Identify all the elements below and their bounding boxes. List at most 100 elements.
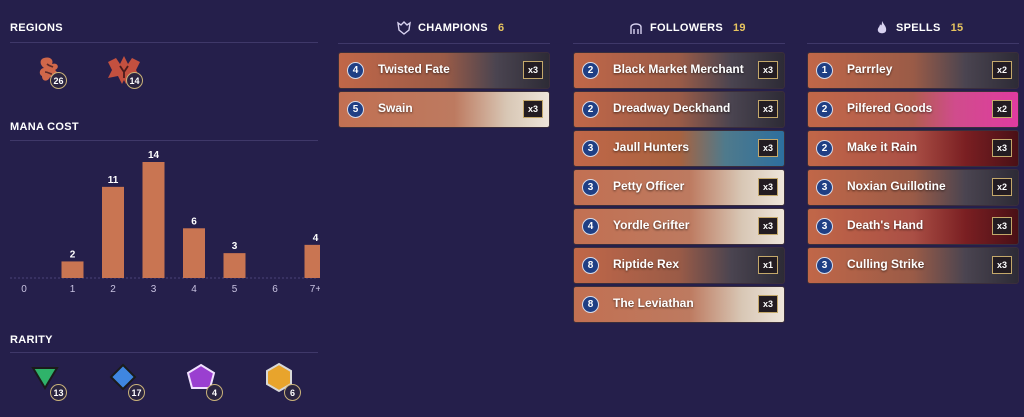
mana-cost-badge: 3: [816, 257, 833, 274]
card-name: Swain: [378, 101, 413, 115]
champion-helm-icon: [397, 21, 411, 35]
mana-cost-badge: 2: [582, 62, 599, 79]
mana-bar-value-label: 3: [232, 241, 238, 252]
card-name: Make it Rain: [847, 140, 918, 154]
mana-cost-title: MANA COST: [10, 121, 79, 133]
mana-cost-badge: 1: [816, 62, 833, 79]
follower-icon: [630, 23, 642, 34]
region-count-badge: 26: [50, 72, 67, 89]
card-quantity-badge: x3: [758, 139, 778, 157]
region-count-badge: 14: [126, 72, 143, 89]
rarity-champion[interactable]: 6: [264, 362, 301, 401]
card-quantity-badge: x3: [523, 100, 543, 118]
mana-cost-badge: 8: [582, 296, 599, 313]
mana-cost-badge: 3: [816, 218, 833, 235]
card-row[interactable]: 8 The Leviathan x3: [573, 286, 785, 323]
divider: [10, 352, 318, 353]
card-row[interactable]: 5 Swain x3: [338, 91, 550, 128]
mana-bar-2: [102, 186, 124, 278]
divider: [10, 140, 318, 141]
mana-cost-badge: 5: [347, 101, 364, 118]
champions-count: 6: [497, 22, 505, 34]
card-quantity-badge: x2: [992, 61, 1012, 79]
mana-tick-label: 3: [151, 284, 157, 295]
card-name: Pilfered Goods: [847, 101, 933, 115]
mana-cost-badge: 3: [582, 140, 599, 157]
card-name: Noxian Guillotine: [847, 179, 946, 193]
region-bilgewater[interactable]: 26: [30, 50, 70, 90]
mana-bar-value-label: 11: [108, 175, 119, 186]
champion-rarity-icon: [266, 362, 292, 393]
mana-cost-badge: 2: [582, 101, 599, 118]
rarity-epic[interactable]: 4: [186, 362, 223, 401]
card-quantity-badge: x3: [992, 256, 1012, 274]
mana-tick-label: 4: [191, 284, 197, 295]
mana-bar-3: [142, 162, 165, 278]
card-name: Twisted Fate: [378, 62, 450, 76]
rarity-title: RARITY: [10, 334, 53, 346]
card-row[interactable]: 4 Twisted Fate x3: [338, 52, 550, 89]
card-name: Riptide Rex: [613, 257, 680, 271]
champions-label: CHAMPIONS: [418, 22, 488, 34]
card-quantity-badge: x3: [758, 295, 778, 313]
card-quantity-badge: x2: [992, 100, 1012, 118]
region-noxus[interactable]: 14: [104, 50, 144, 90]
card-row[interactable]: 3 Culling Strike x3: [807, 247, 1019, 284]
spells-header: SPELLS 15: [874, 20, 963, 36]
divider: [10, 42, 318, 43]
card-name: Black Market Merchant: [613, 62, 744, 76]
rarity-count-badge: 13: [50, 384, 67, 401]
card-quantity-badge: x3: [523, 61, 543, 79]
card-name: Dreadway Deckhand: [613, 101, 731, 115]
rarity-count-badge: 6: [284, 384, 301, 401]
mana-cost-badge: 4: [347, 62, 364, 79]
spells-count: 15: [950, 22, 964, 34]
mana-tick-label: 1: [70, 284, 76, 295]
mana-cost-badge: 3: [582, 179, 599, 196]
mana-tick-label: 5: [232, 284, 238, 295]
rarity-rare[interactable]: 17: [108, 362, 145, 401]
mana-cost-badge: 4: [582, 218, 599, 235]
card-name: Parrrley: [847, 62, 893, 76]
rarity-count-badge: 17: [128, 384, 145, 401]
rare-rarity-icon: [109, 363, 137, 391]
card-name: Culling Strike: [847, 257, 925, 271]
followers-count: 19: [732, 22, 746, 34]
champions-card-list: 4 Twisted Fate x3 5 Swain x3: [338, 52, 550, 130]
followers-header: FOLLOWERS 19: [628, 20, 746, 36]
champions-header: CHAMPIONS 6: [396, 20, 504, 36]
mana-bar-1: [61, 261, 84, 278]
mana-tick-label: 7+: [310, 284, 320, 295]
epic-rarity-icon: [186, 363, 216, 389]
mana-bar-value-label: 2: [70, 249, 76, 260]
rarity-count-badge: 4: [206, 384, 223, 401]
mana-bar-7+: [304, 244, 320, 278]
spells-label: SPELLS: [896, 22, 941, 34]
card-name: Petty Officer: [613, 179, 685, 193]
rarity-common[interactable]: 13: [30, 362, 67, 401]
divider: [807, 43, 1019, 44]
mana-tick-label: 0: [21, 284, 27, 295]
mana-bar-4: [183, 228, 205, 278]
card-row[interactable]: 1 Parrrley x2: [807, 52, 1019, 89]
card-name: Yordle Grifter: [613, 218, 690, 232]
noxus-icon: [108, 56, 140, 84]
regions-title: REGIONS: [10, 22, 63, 34]
divider: [573, 43, 785, 44]
mana-bar-value-label: 6: [191, 216, 197, 227]
card-quantity-badge: x3: [992, 139, 1012, 157]
card-name: The Leviathan: [613, 296, 694, 310]
